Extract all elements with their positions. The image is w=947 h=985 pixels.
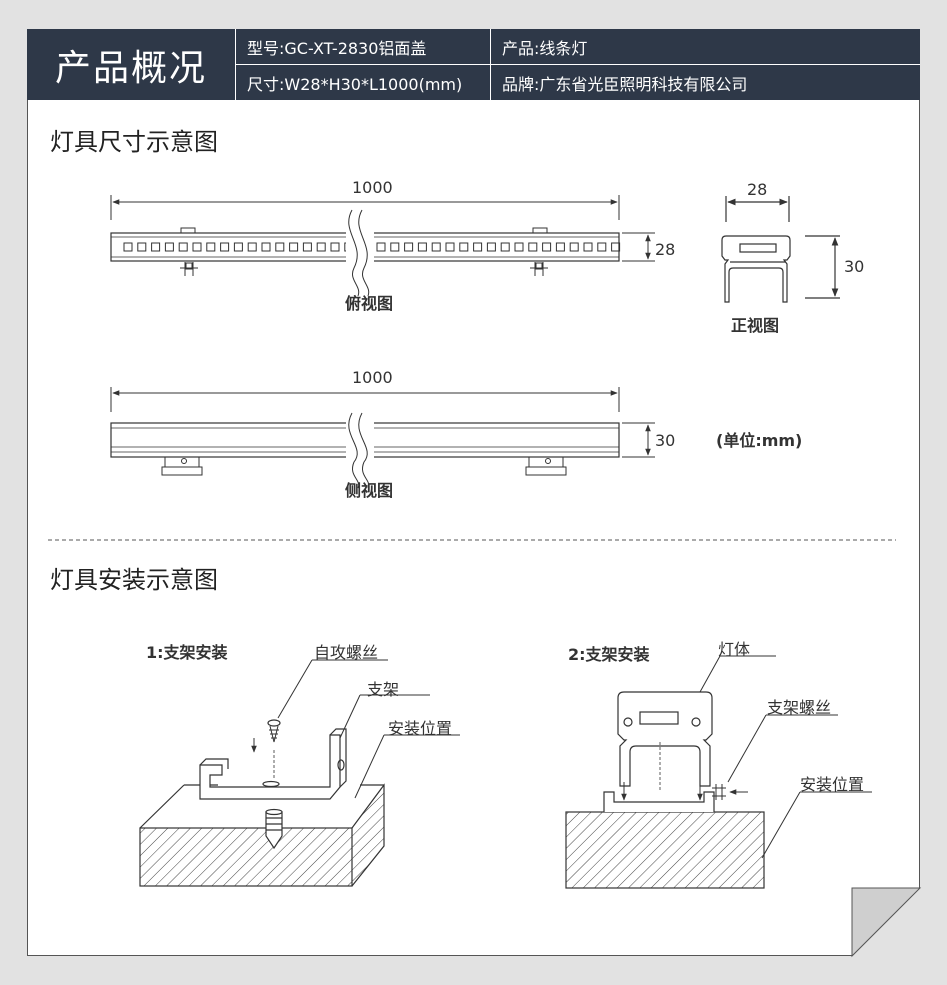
installation-section-title: 灯具安装示意图 (50, 566, 218, 594)
led-chip (137, 242, 147, 252)
led-chip (151, 242, 161, 252)
header-brand: 品牌:广东省光臣照明科技有限公司 (502, 74, 748, 94)
led-chip (569, 242, 579, 252)
page-curl (851, 887, 922, 958)
led-chip (233, 242, 243, 252)
install-position-label-1: 安装位置 (388, 719, 453, 738)
side-view-length-label: 1000 (352, 368, 393, 387)
top-view-length-label: 1000 (352, 178, 393, 197)
header-divider (235, 64, 920, 65)
unit-note: (单位:mm) (716, 431, 803, 450)
led-chip (330, 242, 340, 252)
top-view-width-label: 28 (655, 240, 676, 259)
dimensions-section-title: 灯具尺寸示意图 (50, 128, 218, 156)
top-view-caption: 俯视图 (345, 294, 394, 313)
led-chip (390, 242, 400, 252)
led-chip (316, 242, 326, 252)
header-product: 产品:线条灯 (502, 38, 588, 58)
spec-sheet (27, 29, 920, 956)
led-chip (486, 242, 496, 252)
led-chip (164, 242, 174, 252)
led-chip (597, 242, 607, 252)
led-chip (376, 242, 386, 252)
install-step1-drawing (139, 659, 460, 887)
install-step2-title: 2:支架安装 (568, 645, 650, 664)
led-chip (528, 242, 538, 252)
install-position-label-2: 安装位置 (800, 775, 865, 794)
bracket-screw-label: 支架螺丝 (767, 698, 832, 717)
screw-label: 自攻螺丝 (314, 643, 379, 662)
side-view-caption: 侧视图 (345, 481, 394, 500)
side-view-drawing (110, 387, 655, 489)
side-view-height-label: 30 (655, 431, 676, 450)
front-view-height-label: 30 (844, 257, 865, 276)
header-bar: 产品概况 型号:GC-XT-2830铝面盖 产品:线条灯 尺寸:W28*H30*… (27, 29, 920, 100)
led-chip (247, 242, 257, 252)
top-view-drawing (110, 195, 655, 297)
led-chip (123, 242, 133, 252)
bracket-label: 支架 (367, 680, 400, 699)
led-chip (192, 242, 202, 252)
front-view-width-label: 28 (747, 180, 768, 199)
led-chip (417, 242, 427, 252)
install-step1-title: 1:支架安装 (146, 643, 228, 662)
led-chip (445, 242, 455, 252)
led-chip (302, 242, 312, 252)
install-step2-drawing (565, 655, 872, 889)
led-chip (473, 242, 483, 252)
led-chip (583, 242, 593, 252)
led-chip (220, 242, 230, 252)
led-chip (542, 242, 552, 252)
led-chip (206, 242, 216, 252)
led-chip (500, 242, 510, 252)
front-view-caption: 正视图 (731, 316, 780, 335)
lamp-body-label: 灯体 (718, 640, 751, 659)
led-chip (178, 242, 188, 252)
header-model: 型号:GC-XT-2830铝面盖 (247, 38, 427, 58)
led-chip (459, 242, 469, 252)
front-view-drawing (721, 196, 840, 303)
led-chip (404, 242, 414, 252)
led-chip (514, 242, 524, 252)
led-chip (431, 242, 441, 252)
led-chip (555, 242, 565, 252)
led-chip (611, 242, 621, 252)
header-size: 尺寸:W28*H30*L1000(mm) (247, 74, 463, 94)
led-chip (261, 242, 271, 252)
header-title: 产品概况 (54, 47, 207, 89)
led-chip (289, 242, 299, 252)
led-chip (275, 242, 285, 252)
